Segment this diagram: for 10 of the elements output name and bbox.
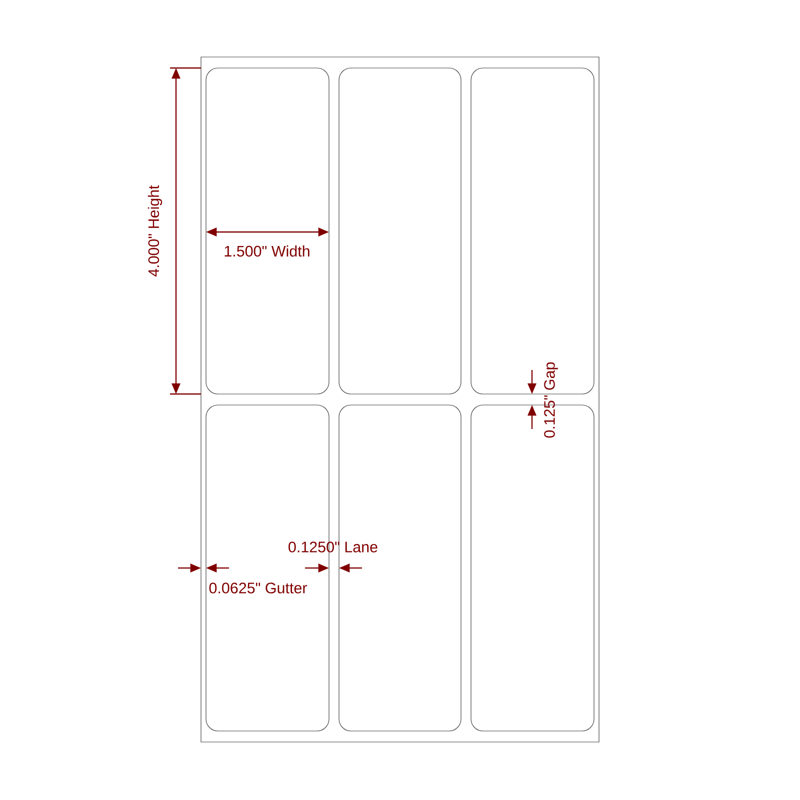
label-box (470, 68, 594, 394)
dimension-label: 1.500" Width (224, 245, 310, 257)
sheet-box (200, 56, 600, 742)
label-box (338, 68, 462, 394)
dimension-label: 4.000" Height (148, 185, 162, 277)
dimension-label: 0.0625" Gutter (208, 581, 308, 595)
dimension-label: 0.125" Gap (544, 362, 558, 438)
label-box (206, 68, 330, 394)
dimension-label: 0.1250" Lane (288, 542, 378, 552)
label-box (338, 404, 462, 732)
